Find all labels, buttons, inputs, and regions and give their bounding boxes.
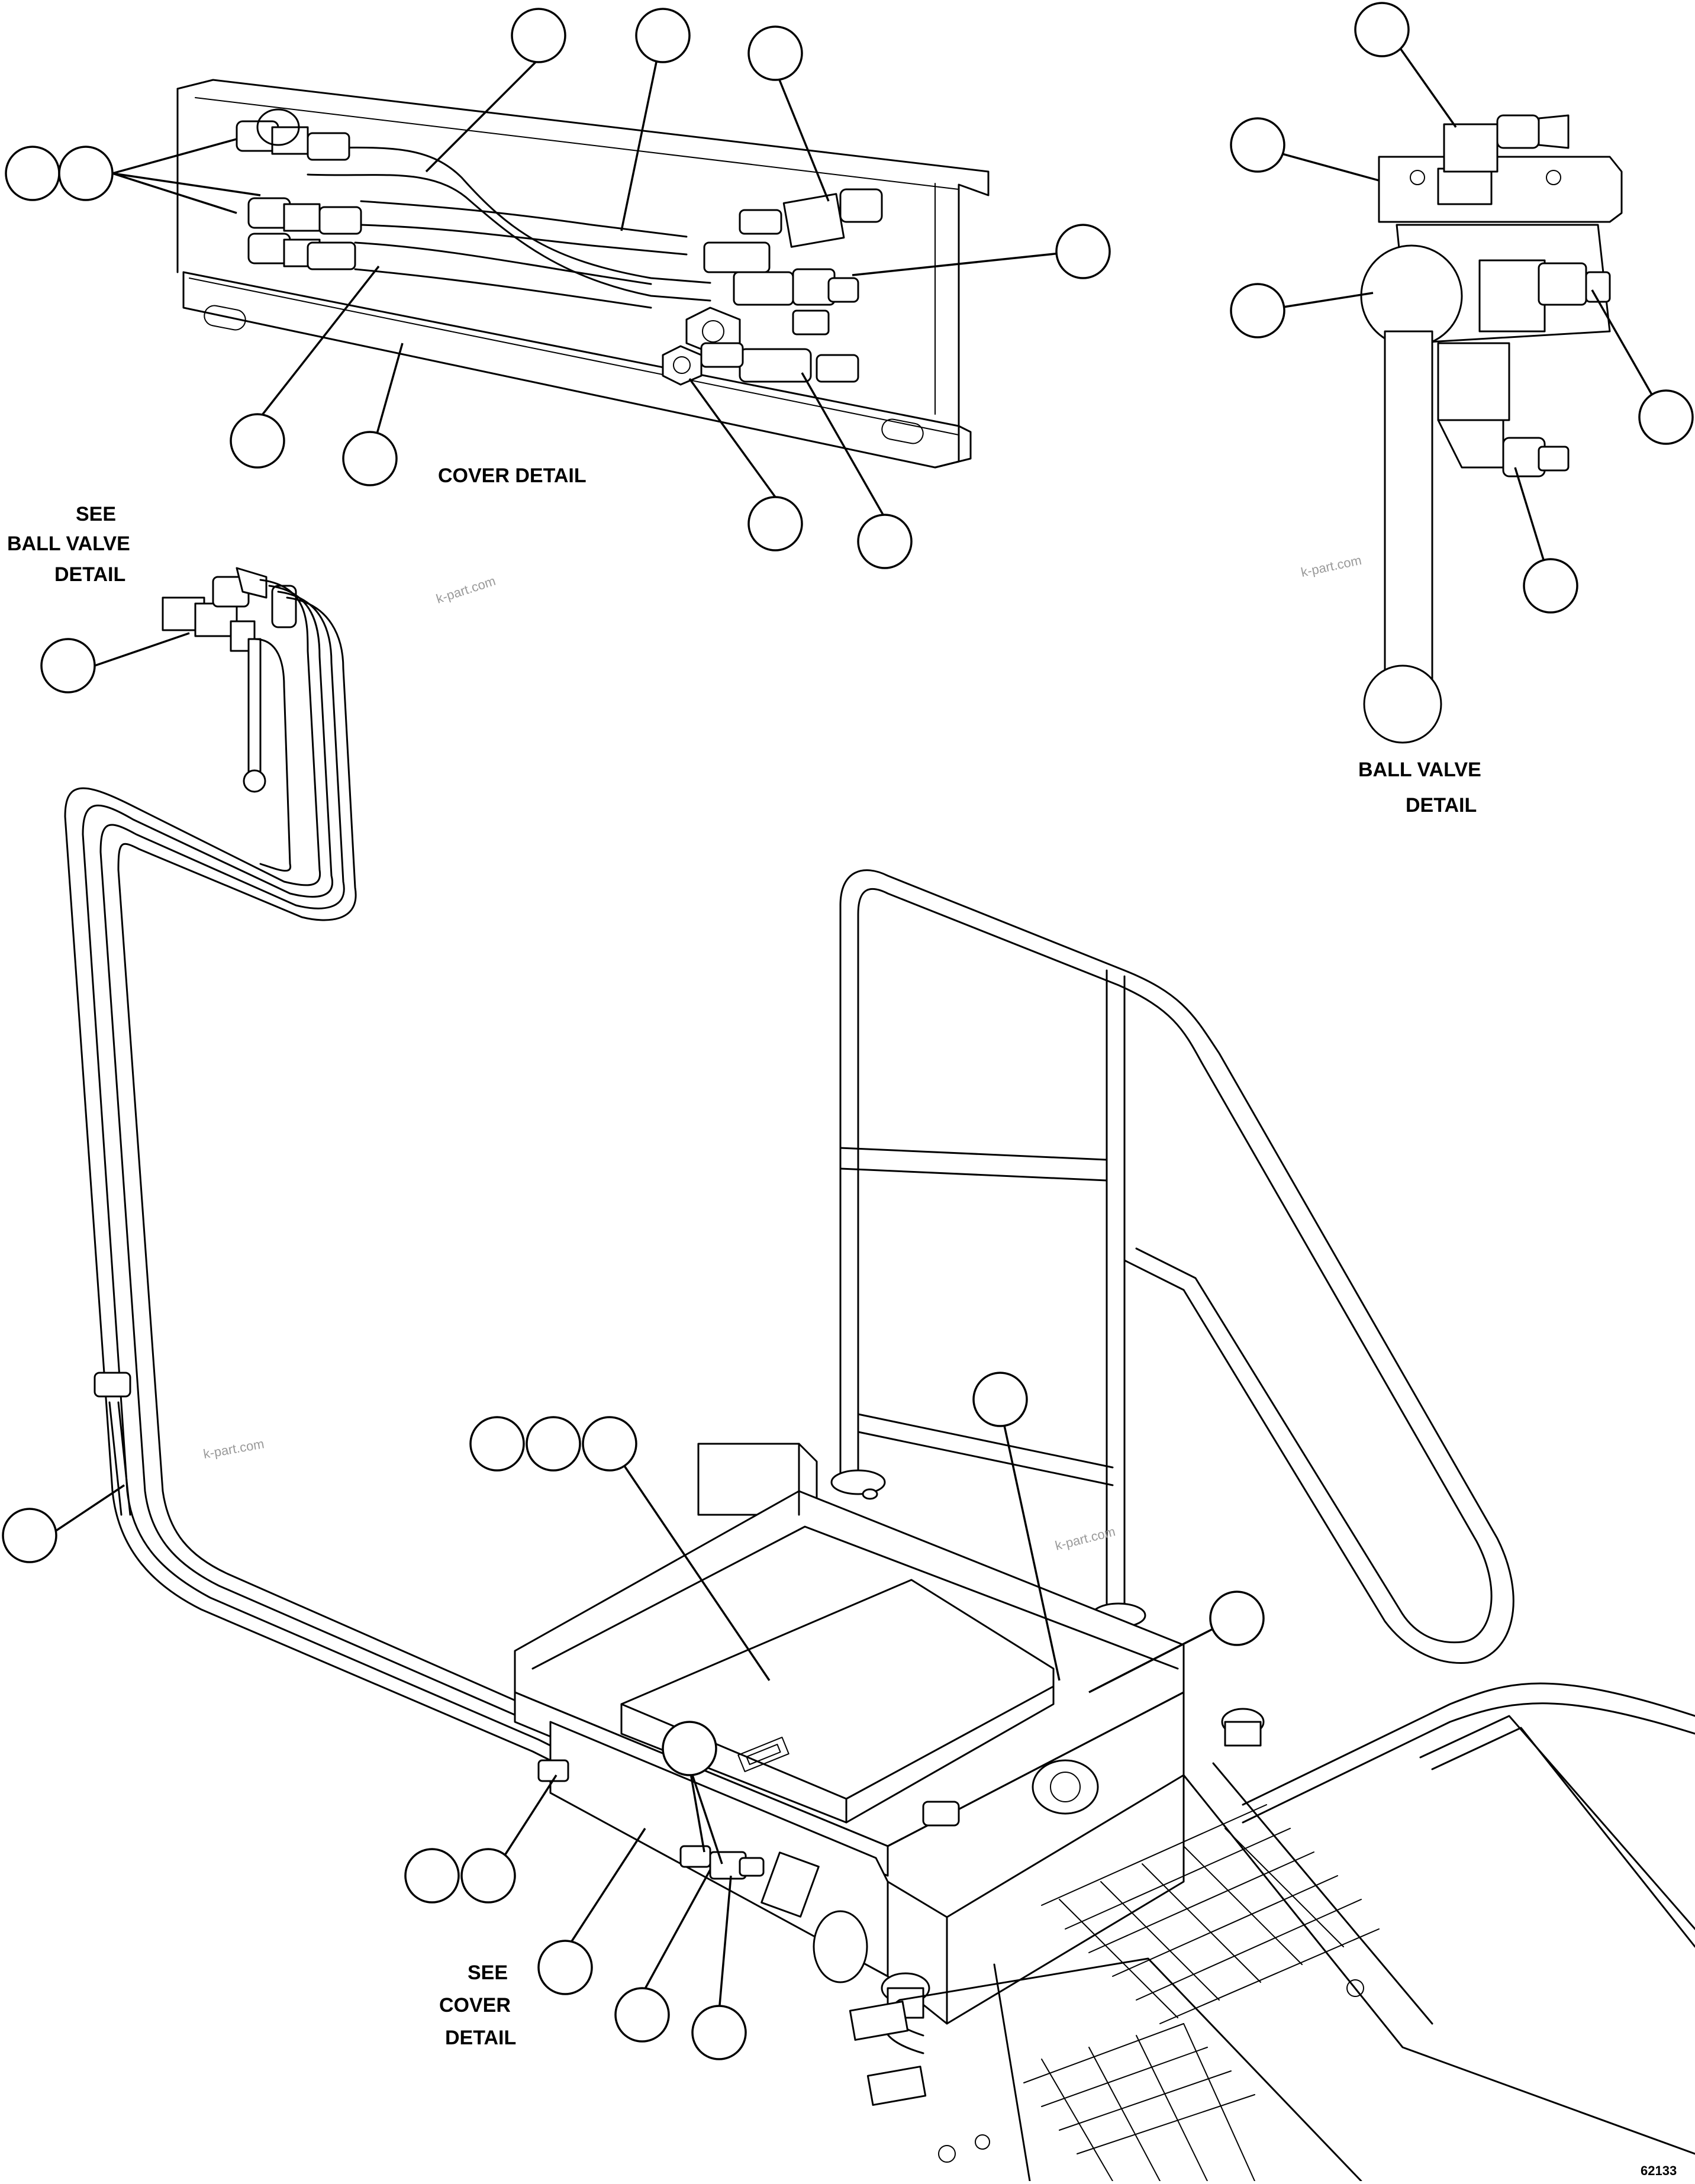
ball-valve-title-line1: BALL VALVE	[1358, 759, 1481, 781]
cover-detail-view	[176, 79, 990, 469]
ball-valve-detail-view	[1360, 114, 1623, 744]
callout-balloon	[747, 496, 803, 551]
callout-balloon	[1354, 2, 1410, 57]
see-cover-line3: DETAIL	[445, 2027, 516, 2049]
ball-valve-title-line2: DETAIL	[1406, 794, 1477, 817]
ball-valve-callouts	[1230, 2, 1694, 614]
see-ball-valve-line2: BALL VALVE	[7, 533, 130, 555]
cover-detail-callouts	[5, 8, 1111, 569]
main-callouts	[404, 1372, 1265, 2060]
see-cover-line1: SEE	[468, 1962, 508, 1984]
callout-balloon	[460, 1848, 516, 1904]
callout-balloon	[469, 1416, 525, 1472]
callout-balloon	[1209, 1591, 1265, 1646]
callout-balloon	[1638, 389, 1694, 445]
callout-balloon	[582, 1416, 637, 1472]
right-fittings	[662, 188, 883, 386]
callout-balloon	[1230, 283, 1285, 338]
callout-balloon	[857, 514, 913, 569]
callout-balloon	[691, 2005, 747, 2060]
drawing-number: 62133	[1641, 2163, 1677, 2178]
callout-balloon	[5, 146, 60, 201]
callout-balloon	[58, 146, 114, 201]
callout-balloon	[511, 8, 566, 63]
callout-balloon	[1523, 558, 1578, 614]
callout-balloon	[342, 431, 398, 486]
callout-balloon	[537, 1940, 593, 1995]
callout-balloon	[635, 8, 691, 63]
cover-detail-title: COVER DETAIL	[438, 464, 587, 487]
watermark: k-part.com	[1300, 553, 1363, 580]
callout-balloon	[230, 413, 285, 469]
watermark: k-part.com	[434, 573, 498, 607]
handrail-assembly	[830, 869, 1514, 1664]
tube-cap	[94, 1372, 131, 1398]
callout-balloon	[747, 25, 803, 81]
see-ball-valve-line1: SEE	[76, 503, 116, 525]
callout-balloon	[1055, 224, 1111, 279]
callout-balloon	[40, 638, 96, 693]
watermark: k-part.com	[202, 1436, 266, 1462]
callout-balloon	[1230, 117, 1285, 173]
tube-bundle	[64, 579, 611, 1782]
main-ball-valve	[162, 567, 297, 793]
see-cover-line2: COVER	[439, 1994, 511, 2017]
lower-fittings	[537, 1759, 765, 1880]
see-ball-valve-line3: DETAIL	[54, 563, 125, 586]
grating	[1023, 1804, 1380, 2182]
callout-balloon	[2, 1508, 57, 1563]
battery-box-assembly	[514, 1443, 1265, 2025]
stair-assembly	[849, 1682, 1695, 2182]
callout-balloon	[972, 1372, 1028, 1427]
callout-balloon	[614, 1987, 670, 2043]
callout-balloon	[662, 1721, 717, 1776]
callout-balloon	[526, 1416, 581, 1472]
callout-balloon	[404, 1848, 460, 1904]
left-fittings	[236, 108, 362, 270]
